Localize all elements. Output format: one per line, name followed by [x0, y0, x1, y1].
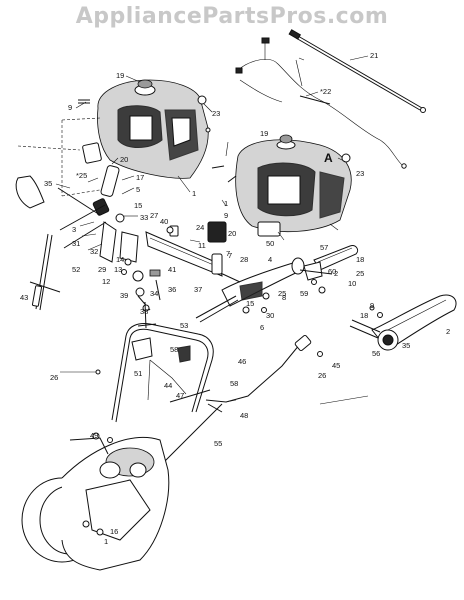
headlight-left — [15, 142, 102, 209]
callout: 14 — [116, 255, 124, 264]
auger-housing — [21, 432, 170, 571]
callout: 32 — [90, 247, 98, 256]
callout: *25 — [76, 171, 87, 180]
callout: 20 — [228, 229, 236, 238]
callout: 3 — [72, 225, 76, 234]
callout: 48 — [240, 411, 248, 420]
callout: 11 — [198, 241, 206, 250]
callout: 10 — [348, 279, 356, 288]
callout: 60 — [328, 267, 336, 276]
callout: 50 — [266, 239, 274, 248]
callout: 26 — [318, 371, 326, 380]
callout: 47 — [176, 391, 184, 400]
callout: 26 — [50, 373, 58, 382]
callout: 7 — [226, 249, 230, 258]
right-handle-grip — [299, 245, 359, 294]
callout: 58 — [170, 345, 178, 354]
wire-harness-22 — [235, 37, 407, 169]
callout: 6 — [260, 323, 264, 332]
callout: 41 — [168, 265, 176, 274]
grip-detail-view — [349, 294, 457, 351]
callout: 15 — [134, 201, 142, 210]
callout: 24 — [196, 223, 204, 232]
callout: 23 — [212, 109, 220, 118]
callout: 35 — [44, 179, 52, 188]
callout-numbers: 21 *22 19 9 23 1 20 *25 17 5 35 15 33 3 … — [20, 51, 450, 546]
callout: 1 — [192, 189, 196, 198]
callout: 19 — [260, 129, 268, 138]
callout: 9 — [370, 301, 374, 310]
callout: 44 — [164, 381, 172, 390]
hardware-bolts — [78, 95, 351, 234]
callout: 46 — [238, 357, 246, 366]
callout: 7 — [228, 251, 232, 260]
drive-control-assembly — [211, 253, 305, 314]
callout: 5 — [136, 185, 140, 194]
callout: *22 — [320, 87, 331, 96]
callout: 15 — [246, 299, 254, 308]
lower-cables — [60, 334, 323, 413]
callout: 21 — [370, 51, 378, 60]
callout: 43 — [20, 293, 28, 302]
callout: 36 — [168, 285, 176, 294]
callout: 2 — [446, 327, 450, 336]
callout: 20 — [120, 155, 128, 164]
callout: 40 — [160, 217, 168, 226]
callout: 25 — [278, 289, 286, 298]
callout: 28 — [240, 255, 248, 264]
shift-linkage-parts — [121, 258, 161, 329]
leader-lines — [55, 55, 369, 405]
callout: 23 — [356, 169, 364, 178]
callout big: A — [324, 151, 333, 165]
upper-handle-crossbar — [119, 221, 227, 277]
callout: 35 — [402, 341, 410, 350]
lower-handle-frame — [111, 295, 239, 423]
callout: 18 — [356, 255, 364, 264]
callout: 52 — [72, 265, 80, 274]
callout: 33 — [140, 213, 148, 222]
dashboard-left — [97, 79, 209, 179]
callout: 18 — [360, 311, 368, 320]
callout: 9 — [224, 211, 228, 220]
callout: 30 — [266, 311, 274, 320]
control-cable-21 — [288, 29, 426, 113]
callout: 8 — [282, 293, 286, 302]
callout: 1 — [104, 537, 108, 546]
callout: 29 — [98, 265, 106, 274]
callout: 58 — [230, 379, 238, 388]
callout: 37 — [194, 285, 202, 294]
callout: 4 — [268, 255, 272, 264]
shift-rod-52 — [29, 233, 61, 311]
callout: 17 — [136, 173, 144, 182]
callout: 59 — [300, 289, 308, 298]
callout: 45 — [332, 361, 340, 370]
callout: 56 — [372, 349, 380, 358]
callout: 12 — [102, 277, 110, 286]
callout: 53 — [180, 321, 188, 330]
callout: 13 — [114, 265, 122, 274]
dashboard-right — [235, 134, 352, 237]
callout: 38 — [140, 307, 148, 316]
callout: 25 — [356, 269, 364, 278]
callout: 49 — [90, 431, 98, 440]
watermark: AppliancePartsPros.com — [75, 4, 389, 29]
shift-handle-left — [57, 165, 125, 263]
callout: 27 — [150, 211, 158, 220]
callout: 9 — [68, 103, 72, 112]
callout: 57 — [320, 243, 328, 252]
callout: 16 — [110, 527, 118, 536]
callout: 2 — [334, 269, 338, 278]
callout: 51 — [134, 369, 142, 378]
callout: 55 — [214, 439, 222, 448]
callout: 1 — [224, 199, 228, 208]
callout: 39 — [120, 291, 128, 300]
callout: 34 — [150, 289, 158, 298]
callout: 19 — [116, 71, 124, 80]
callout: 31 — [72, 239, 80, 248]
